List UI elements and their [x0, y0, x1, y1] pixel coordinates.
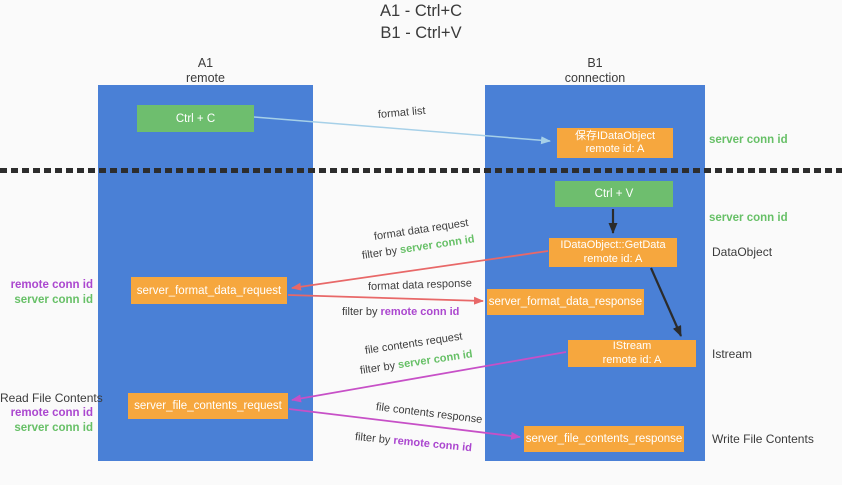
column-header-b1: B1 connection [485, 56, 705, 86]
column-b1-name: B1 [587, 56, 603, 70]
node-format-request-label: server_format_data_request [136, 284, 282, 297]
title-line-2: B1 - Ctrl+V [380, 24, 462, 42]
phase-divider-dotted-line [0, 168, 842, 173]
label-remote-conn-id-left-2: remote conn id [10, 407, 93, 419]
node-ctrl-c: Ctrl + C [137, 105, 254, 132]
node-istream-line2: remote id: A [602, 353, 662, 366]
node-save-idataobject-line1: 保存IDataObject [574, 129, 656, 142]
node-server-format-data-response: server_format_data_response [487, 289, 644, 315]
label-server-conn-id-right-mid: server conn id [709, 212, 788, 224]
arrow-format-data-response [287, 294, 484, 305]
node-file-response-label: server_file_contents_response [525, 433, 683, 445]
node-idataobject-getdata: IDataObject::GetData remote id: A [549, 238, 677, 267]
column-a1-name: A1 [197, 56, 214, 70]
node-server-file-contents-request: server_file_contents_request [128, 393, 288, 419]
node-getdata-line2: remote id: A [583, 252, 643, 265]
label-file-contents-response: file contents response [375, 401, 483, 426]
node-save-idataobject-line2: remote id: A [585, 143, 645, 155]
remote-conn-id-text: remote conn id [392, 434, 473, 455]
filter-by-text: filter by [354, 431, 391, 447]
node-server-file-contents-response: server_file_contents_response [524, 426, 684, 452]
label-server-conn-id-left-1: server conn id [14, 294, 93, 306]
node-file-request-label: server_file_contents_request [134, 400, 282, 412]
column-header-a1: A1 remote [98, 56, 313, 86]
node-save-idataobject: 保存IDataObject remote id: A [557, 128, 673, 158]
label-istream: Istream [712, 347, 753, 361]
filter-by-text: filter by [342, 306, 378, 318]
node-istream: IStream remote id: A [568, 340, 696, 367]
label-dataobject: DataObject [712, 245, 773, 259]
node-getdata-line1: IDataObject::GetData [560, 239, 666, 251]
node-ctrl-v-label: Ctrl + V [594, 188, 634, 200]
diagram-title: A1 - Ctrl+C B1 - Ctrl+V [0, 0, 842, 44]
label-format-data-response: format data response [367, 277, 473, 293]
filter-by-text: filter by [359, 359, 396, 377]
label-server-conn-id-left-2: server conn id [14, 422, 93, 434]
label-write-file-contents: Write File Contents [712, 432, 814, 446]
label-filter-by-remote-conn-id-2: filter by remote conn id [354, 431, 472, 454]
label-remote-conn-id-left-1: remote conn id [10, 279, 93, 291]
node-format-response-label: server_format_data_response [488, 296, 643, 308]
remote-conn-id-text: remote conn id [380, 306, 460, 318]
label-read-file-contents: Read File Contents [0, 391, 103, 405]
label-filter-by-remote-conn-id-1: filter by remote conn id [342, 306, 459, 318]
column-b1-role: connection [564, 71, 626, 85]
column-a1-role: remote [186, 71, 225, 85]
node-ctrl-c-label: Ctrl + C [175, 112, 216, 125]
label-server-conn-id-right-top: server conn id [709, 134, 788, 146]
node-istream-line1: IStream [612, 340, 652, 352]
label-format-list: format list [377, 104, 427, 121]
node-server-format-data-request: server_format_data_request [131, 277, 287, 304]
filter-by-text: filter by [361, 244, 398, 262]
node-ctrl-v: Ctrl + V [555, 181, 673, 207]
server-conn-id-text: server conn id [397, 348, 474, 372]
title-line-1: A1 - Ctrl+C [379, 2, 463, 20]
